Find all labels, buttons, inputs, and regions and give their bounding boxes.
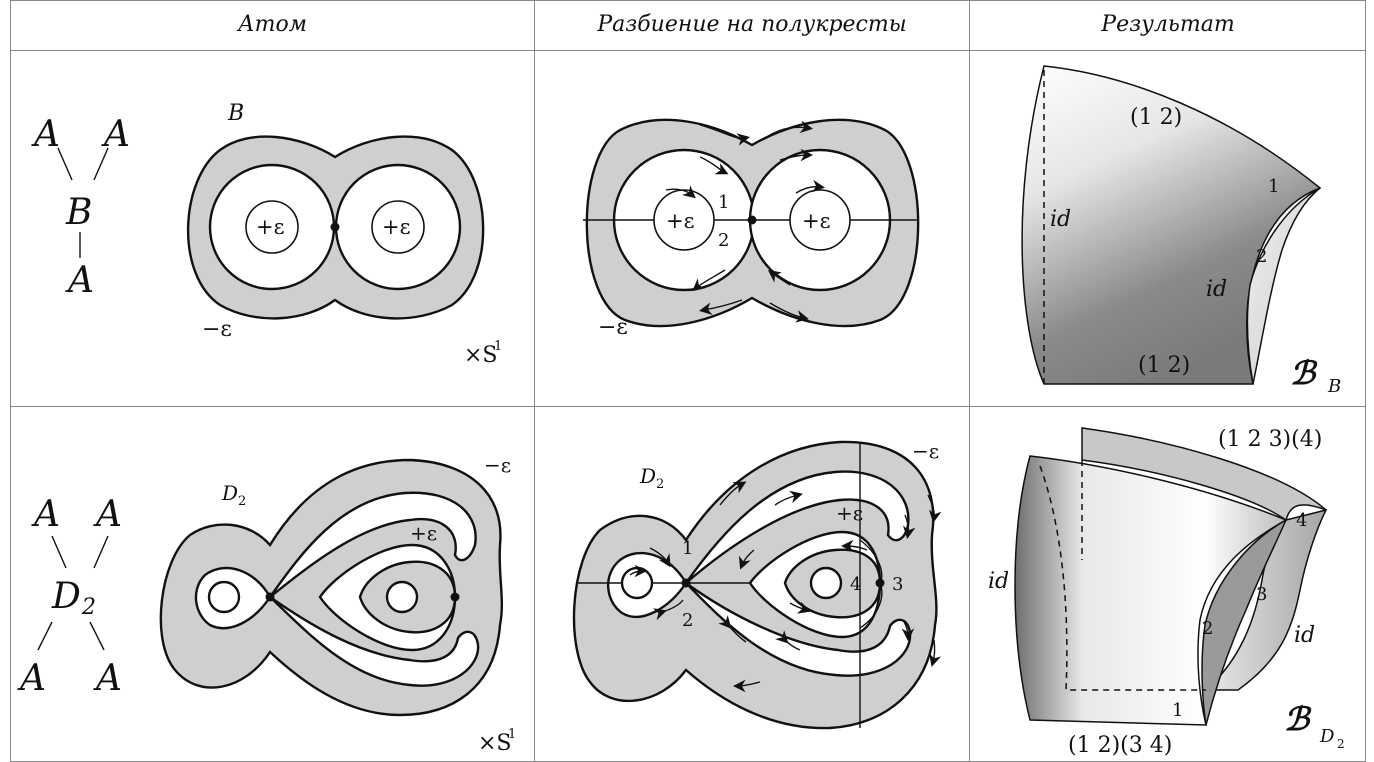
split-d2-plus-eps: +ε xyxy=(836,501,863,525)
header-split: Разбиение на полукресты xyxy=(535,0,969,50)
result-d2-symbol-sub: D xyxy=(1319,726,1335,747)
atom-d2-minus-eps: −ε xyxy=(484,453,511,477)
result-b-id-right: id xyxy=(1206,277,1227,302)
atom-b-plus-eps-left: +ε xyxy=(256,215,284,239)
result-d2-symbol: ℬ xyxy=(1284,700,1312,738)
split-d2-label: D xyxy=(639,464,656,488)
result-d2-figure: (1 2 3)(4) (1 2)(3 4) id id 1 2 3 4 ℬ D … xyxy=(988,427,1345,758)
split-b-plus-eps-left: +ε xyxy=(666,209,694,233)
atom-d2-times-s-sup: 1 xyxy=(508,727,516,742)
atom-b-figure: B +ε +ε −ε ×S 1 xyxy=(188,101,502,368)
tree-d2-center: D xyxy=(51,576,81,617)
atom-d2-times-s: ×S xyxy=(478,731,512,756)
result-b-num-2: 2 xyxy=(1256,246,1267,267)
tree-b-center: B xyxy=(65,192,92,233)
result-d2-num-1: 1 xyxy=(1172,700,1183,721)
atom-b-times-s: ×S xyxy=(464,343,498,368)
split-b-num-1: 1 xyxy=(718,192,729,213)
split-d2-num-4: 4 xyxy=(850,574,861,595)
tree-d2-center-sub: 2 xyxy=(81,595,96,620)
tree-b-bottom: A xyxy=(65,260,94,301)
result-b-bottom-perm: (1 2) xyxy=(1138,353,1190,378)
split-b-plus-eps-right: +ε xyxy=(802,209,830,233)
atom-d2-label: D xyxy=(221,481,238,505)
result-d2-num-2: 2 xyxy=(1202,618,1213,639)
tree-b-top-right: A xyxy=(101,114,130,155)
result-b-symbol-sub: B xyxy=(1327,376,1341,397)
result-b-num-1: 1 xyxy=(1268,176,1279,197)
atom-b-plus-eps-right: +ε xyxy=(382,215,410,239)
split-b-num-2: 2 xyxy=(718,230,729,251)
split-d2-num-2: 2 xyxy=(682,610,693,631)
tree-d2-top-left: A xyxy=(31,494,60,535)
tree-d2: A A D 2 A A xyxy=(17,494,122,699)
tree-b: A A B A xyxy=(31,114,130,301)
split-d2-num-3: 3 xyxy=(892,574,903,595)
split-d2-minus-eps: −ε xyxy=(912,439,939,463)
split-d2-figure: D 2 +ε −ε 1 2 3 4 xyxy=(574,439,939,728)
split-b-minus-eps: −ε xyxy=(598,315,628,340)
result-b-id-left: id xyxy=(1050,207,1071,232)
tree-d2-top-right: A xyxy=(93,494,122,535)
tree-d2-bottom-right: A xyxy=(93,658,122,699)
result-d2-top-perm: (1 2 3)(4) xyxy=(1218,427,1322,452)
result-d2-symbol-subsub: 2 xyxy=(1337,737,1345,751)
result-b-top-perm: (1 2) xyxy=(1130,105,1182,130)
result-d2-num-3: 3 xyxy=(1256,584,1267,605)
split-d2-num-1: 1 xyxy=(682,538,693,559)
tree-b-top-left: A xyxy=(31,114,60,155)
atom-d2-plus-eps: +ε xyxy=(410,521,437,545)
tree-d2-bottom-left: A xyxy=(17,658,46,699)
atom-d2-label-sub: 2 xyxy=(238,494,246,509)
header-result: Результат xyxy=(970,0,1366,50)
result-b-figure: (1 2) (1 2) id id 1 2 ℬ B xyxy=(1022,66,1341,397)
atom-d2-figure: D 2 +ε −ε ×S 1 xyxy=(161,453,516,756)
header-atom: Атом xyxy=(11,0,534,50)
result-d2-id-right: id xyxy=(1294,623,1315,648)
atom-b-times-s-sup: 1 xyxy=(494,339,502,354)
result-d2-bottom-perm: (1 2)(3 4) xyxy=(1068,733,1172,758)
atom-b-minus-eps: −ε xyxy=(202,317,232,342)
split-b-figure: 1 2 +ε +ε −ε xyxy=(583,120,918,340)
atom-b-label: B xyxy=(227,101,244,126)
split-d2-label-sub: 2 xyxy=(656,477,664,492)
result-d2-id-left: id xyxy=(988,569,1009,594)
result-d2-num-4: 4 xyxy=(1296,510,1307,531)
result-b-symbol: ℬ xyxy=(1290,354,1318,392)
